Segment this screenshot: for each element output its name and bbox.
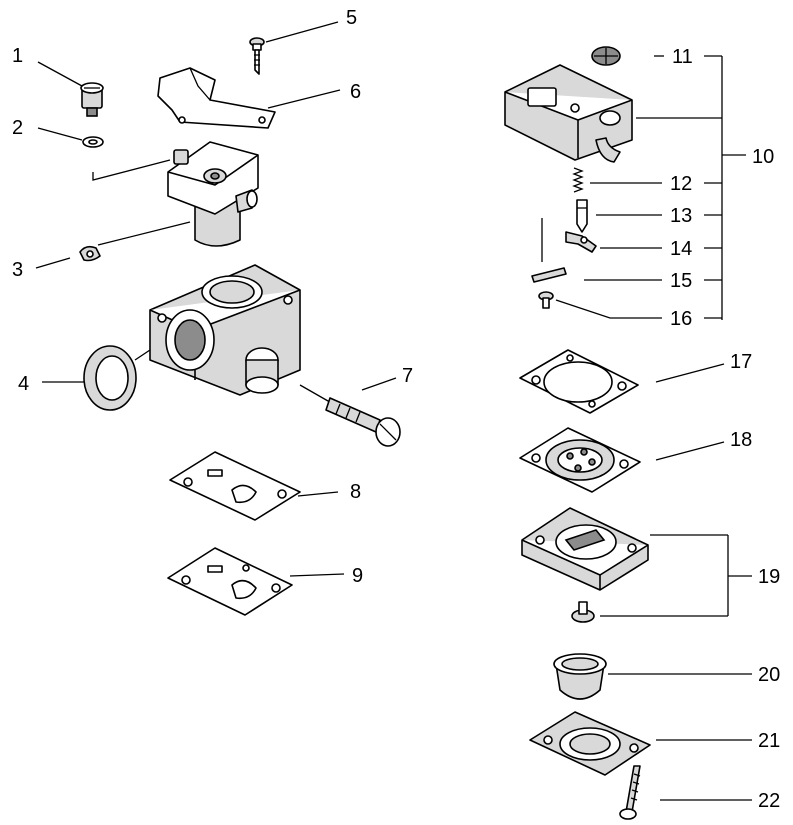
callout-9: 9: [352, 565, 363, 587]
part-11-filter-screen: [591, 46, 621, 66]
leader-lines: [35, 21, 752, 801]
part-10-pump-body: [504, 64, 633, 163]
callout-16: 16: [670, 308, 692, 330]
callout-5: 5: [346, 7, 357, 29]
carburetor-main-body: [149, 264, 301, 396]
callout-12: 12: [670, 173, 692, 195]
part-8-gasket: [169, 451, 301, 521]
part-17-gasket: [519, 349, 639, 414]
part-9-diaphragm: [167, 547, 293, 616]
callout-11: 11: [672, 46, 693, 68]
callout-6: 6: [350, 81, 361, 103]
callout-7: 7: [402, 365, 413, 387]
callout-2: 2: [12, 117, 23, 139]
part-1-screw: [80, 82, 104, 117]
callout-17: 17: [730, 351, 752, 373]
part-6-bracket: [157, 67, 276, 129]
callout-22: 22: [758, 790, 780, 812]
callout-3: 3: [12, 259, 23, 281]
part-16-screw: [538, 291, 554, 309]
upper-body-housing: [167, 141, 259, 247]
callout-20: 20: [758, 664, 780, 686]
callout-18: 18: [730, 429, 752, 451]
callout-10: 10: [752, 146, 774, 168]
part-18-diaphragm: [519, 427, 641, 493]
callout-15: 15: [670, 270, 692, 292]
part-12-spring: [572, 167, 584, 193]
callout-13: 13: [670, 205, 692, 227]
part-13-needle-valve: [576, 199, 588, 233]
callout-19: 19: [758, 566, 780, 588]
part-19-metering-cover: [521, 507, 649, 623]
part-4-gasket-ring: [83, 345, 137, 411]
part-20-primer-bulb: [553, 653, 607, 700]
callout-8: 8: [350, 481, 361, 503]
callout-14: 14: [670, 238, 692, 260]
callout-1: 1: [12, 45, 23, 67]
part-3-clip: [79, 245, 101, 262]
part-14-lever: [565, 231, 597, 253]
callout-4: 4: [18, 373, 29, 395]
callout-21: 21: [758, 730, 780, 752]
part-7-needle-screw: [299, 384, 401, 447]
part-5-screw: [249, 37, 265, 75]
part-22-long-screw: [619, 765, 641, 820]
part-21-primer-cover: [529, 711, 651, 776]
callout-labels: 1 2 3 4 5 6 7 8 9 10 11 12 13 14 15 16 1…: [12, 7, 780, 812]
part-15-pin: [531, 218, 567, 283]
part-2-washer: [82, 136, 104, 148]
